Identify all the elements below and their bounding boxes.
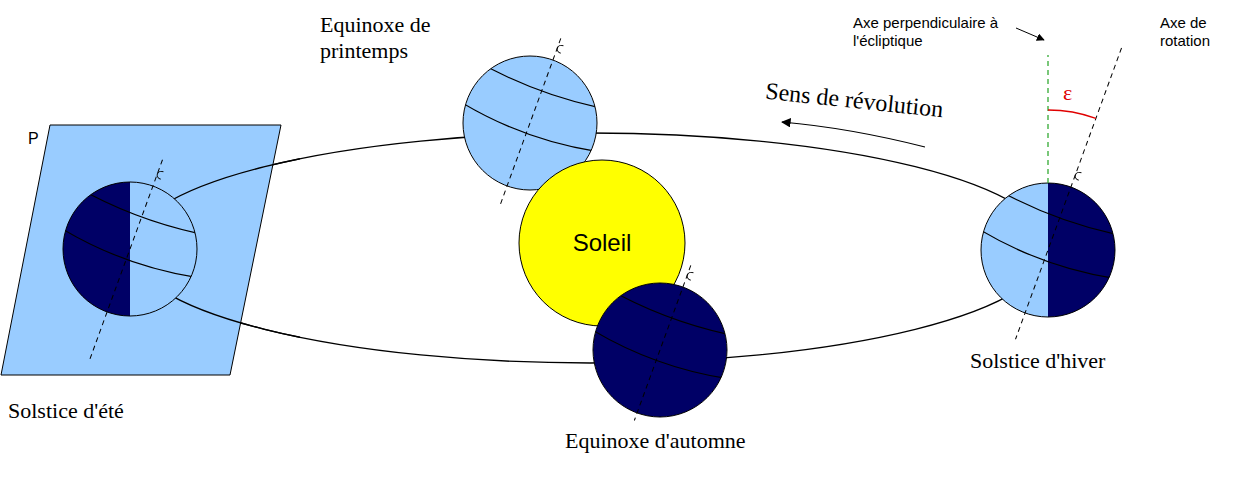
rotation-symbol xyxy=(1074,171,1081,180)
orbit-ellipse xyxy=(130,133,300,363)
orbital-plane-outline xyxy=(1,125,281,375)
season-label: Equinoxe d'automne xyxy=(565,428,746,454)
latitude-line xyxy=(604,288,741,343)
latitude-line xyxy=(589,329,727,385)
latitude-line xyxy=(459,102,597,158)
angle-symbol: ε xyxy=(1063,80,1072,106)
night-half xyxy=(1048,183,1115,317)
earth-summer xyxy=(59,160,212,364)
rotation-axis xyxy=(1016,48,1122,339)
rotation-axis xyxy=(89,160,163,362)
night-half xyxy=(63,182,130,316)
earth-winter xyxy=(977,48,1130,341)
axis-label: Axe perpendiculaire à l'écliptique xyxy=(853,14,1018,50)
ecliptic-normal xyxy=(1047,55,1048,183)
rotation-symbol xyxy=(556,44,563,53)
revolution-arrow xyxy=(782,122,925,147)
rotation-symbol xyxy=(156,170,163,179)
earth-outline xyxy=(981,183,1115,317)
latitude-line xyxy=(977,229,1115,285)
day-half xyxy=(981,183,1048,317)
season-label: Equinoxe de printemps xyxy=(320,12,480,65)
direction-label: Sens de révolution xyxy=(764,77,945,124)
rotation-axis xyxy=(634,265,690,420)
day-half xyxy=(130,182,197,316)
season-label: Solstice d'hiver xyxy=(970,348,1105,374)
rotation-symbol xyxy=(686,271,693,280)
latitude-line xyxy=(474,61,611,116)
latitude-line xyxy=(992,188,1129,243)
axis-label: Axe de rotation xyxy=(1160,14,1228,50)
leader-line xyxy=(1016,28,1044,40)
node-label: Soleil xyxy=(573,229,632,257)
earth-autumn xyxy=(589,265,742,422)
season-label: Solstice d'été xyxy=(8,398,124,424)
angle-arc xyxy=(1048,110,1096,118)
node-label: P xyxy=(28,130,39,148)
